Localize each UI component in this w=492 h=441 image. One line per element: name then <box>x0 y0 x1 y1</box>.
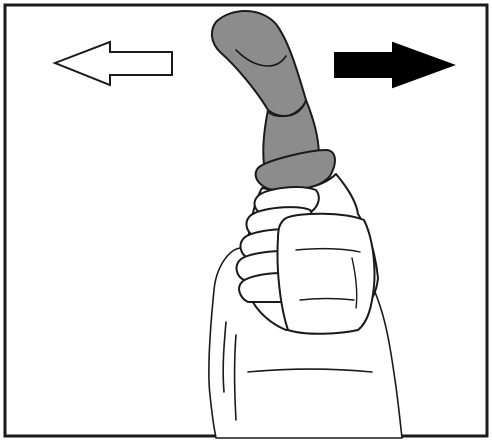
thumb <box>277 214 374 334</box>
